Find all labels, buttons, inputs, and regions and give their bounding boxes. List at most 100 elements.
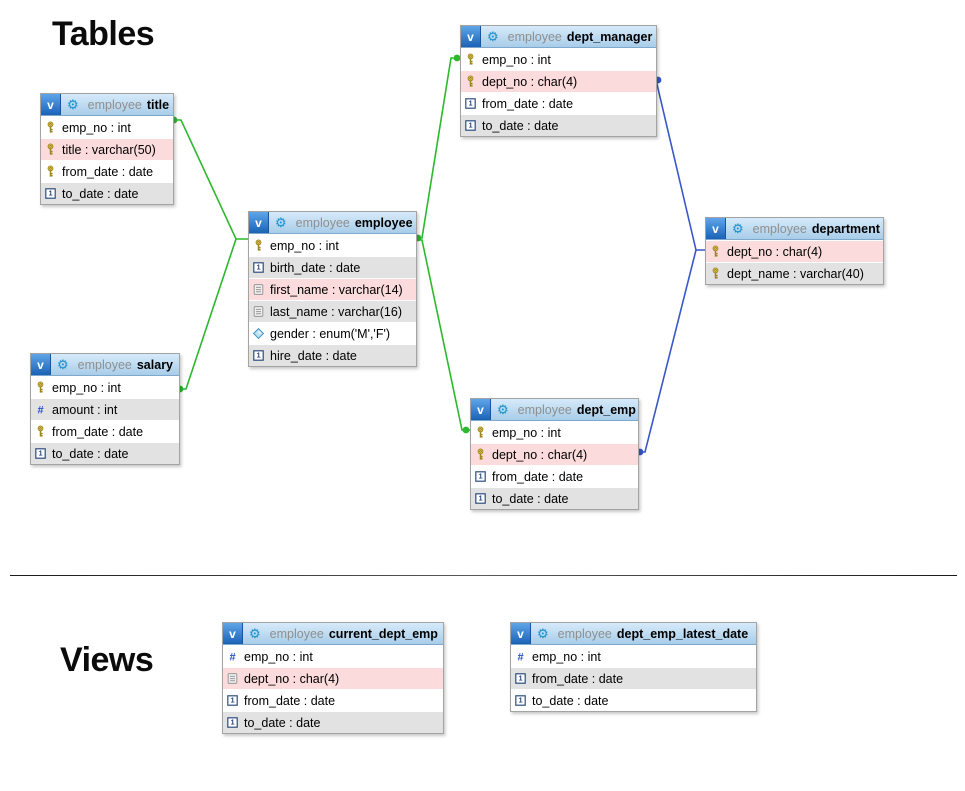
- table-card-dept_manager[interactable]: v ⚙ employee dept_manager emp_no : int de…: [460, 25, 657, 137]
- column-row-employee-gender[interactable]: gender : enum('M','F'): [249, 322, 416, 344]
- column-label: dept_name : varchar(40): [727, 266, 864, 281]
- primary-key-icon: [474, 448, 487, 461]
- column-label: amount : int: [52, 402, 118, 417]
- numeric-icon: #: [514, 650, 527, 663]
- column-label: emp_no : int: [492, 425, 561, 440]
- view-badge-icon: v: [223, 623, 243, 644]
- view-card-current_dept_emp[interactable]: v ⚙ employee current_dept_emp #emp_no : …: [222, 622, 444, 734]
- relationship-anchor-dot: [462, 426, 470, 434]
- gear-icon: ⚙: [67, 97, 79, 112]
- column-label: emp_no : int: [270, 238, 339, 253]
- column-label: to_date : date: [532, 693, 609, 708]
- section-divider: [10, 575, 957, 576]
- column-row-salary-emp_no[interactable]: emp_no : int: [31, 376, 179, 398]
- column-row-dept_emp-dept_no[interactable]: dept_no : char(4): [471, 443, 638, 465]
- table-header[interactable]: v ⚙ employee dept_manager: [461, 26, 656, 48]
- schema-name: employee: [517, 402, 572, 417]
- column-row-department-dept_name[interactable]: dept_name : varchar(40): [706, 262, 883, 284]
- column-label: to_date : date: [482, 118, 559, 133]
- gear-icon: ⚙: [537, 626, 549, 641]
- relationship-line-green[interactable]: [179, 238, 237, 390]
- table-header[interactable]: v ⚙ employee title: [41, 94, 173, 116]
- date-icon: 1: [464, 119, 477, 132]
- table-card-dept_emp[interactable]: v ⚙ employee dept_emp emp_no : int dept_n…: [470, 398, 639, 510]
- column-row-employee-emp_no[interactable]: emp_no : int: [249, 234, 416, 256]
- column-row-dept_manager-to_date[interactable]: 1 to_date : date: [461, 114, 656, 136]
- column-row-dept_emp_latest_date-emp_no[interactable]: # emp_no : int: [511, 645, 756, 667]
- column-label: dept_no : char(4): [492, 447, 588, 462]
- column-label: to_date : date: [244, 715, 321, 730]
- gear-icon: ⚙: [57, 357, 69, 372]
- date-icon: 1: [514, 672, 527, 685]
- column-row-dept_emp_latest_date-to_date[interactable]: 1 to_date : date: [511, 689, 756, 711]
- date-icon: 1: [514, 694, 527, 707]
- date-icon: 1: [474, 470, 487, 483]
- tables-section-heading: Tables: [52, 15, 155, 53]
- column-label: from_date : date: [492, 469, 584, 484]
- svg-text:1: 1: [231, 698, 235, 705]
- column-label: emp_no : int: [244, 649, 313, 664]
- column-row-salary-from_date[interactable]: from_date : date: [31, 420, 179, 442]
- column-row-current_dept_emp-dept_no[interactable]: dept_no : char(4): [223, 667, 443, 689]
- schema-name: employee: [507, 29, 562, 44]
- primary-key-icon: [34, 425, 47, 438]
- table-header[interactable]: v ⚙ employee current_dept_emp: [223, 623, 443, 645]
- table-header[interactable]: v ⚙ employee salary: [31, 354, 179, 376]
- table-name: department: [811, 221, 880, 236]
- column-label: emp_no : int: [532, 649, 601, 664]
- table-card-salary[interactable]: v ⚙ employee salary emp_no : int #amount …: [30, 353, 180, 465]
- table-header[interactable]: v ⚙ employee dept_emp: [471, 399, 638, 421]
- column-row-current_dept_emp-emp_no[interactable]: #emp_no : int: [223, 645, 443, 667]
- date-icon: 1: [252, 261, 265, 274]
- text-icon: [226, 672, 239, 685]
- relationship-line-green[interactable]: [415, 57, 460, 239]
- column-row-salary-amount[interactable]: #amount : int: [31, 398, 179, 420]
- column-row-dept_emp-emp_no[interactable]: emp_no : int: [471, 421, 638, 443]
- table-header[interactable]: v ⚙ employee department: [706, 218, 883, 240]
- view-card-dept_emp_latest_date[interactable]: v ⚙ employee dept_emp_latest_date # emp_n…: [510, 622, 757, 712]
- column-row-title-from_date[interactable]: from_date : date: [41, 160, 173, 182]
- column-row-dept_emp-from_date[interactable]: 1 from_date : date: [471, 465, 638, 487]
- view-badge-icon: v: [31, 354, 51, 375]
- primary-key-icon: [464, 75, 477, 88]
- column-label: emp_no : int: [52, 380, 121, 395]
- table-header[interactable]: v ⚙ employee employee: [249, 212, 416, 234]
- column-row-department-dept_no[interactable]: dept_no : char(4): [706, 240, 883, 262]
- relationship-line-green[interactable]: [173, 119, 248, 240]
- view-badge-icon: v: [511, 623, 531, 644]
- column-label: dept_no : char(4): [482, 74, 578, 89]
- primary-key-icon: [252, 239, 265, 252]
- date-icon: 1: [34, 447, 47, 460]
- svg-text:1: 1: [257, 353, 261, 360]
- column-label: to_date : date: [492, 491, 569, 506]
- column-row-dept_manager-dept_no[interactable]: dept_no : char(4): [461, 70, 656, 92]
- column-row-dept_emp-to_date[interactable]: 1 to_date : date: [471, 487, 638, 509]
- relationship-line-green[interactable]: [415, 239, 470, 431]
- column-row-employee-last_name[interactable]: last_name : varchar(16): [249, 300, 416, 322]
- date-icon: 1: [252, 349, 265, 362]
- column-row-dept_manager-emp_no[interactable]: emp_no : int: [461, 48, 656, 70]
- column-row-employee-first_name[interactable]: first_name : varchar(14): [249, 278, 416, 300]
- relationship-line-blue[interactable]: [638, 249, 697, 453]
- table-name: employee: [354, 215, 413, 230]
- table-card-department[interactable]: v ⚙ employee department dept_no : char(4…: [705, 217, 884, 285]
- svg-text:1: 1: [479, 496, 483, 503]
- schema-name: employee: [295, 215, 350, 230]
- date-icon: 1: [226, 694, 239, 707]
- column-row-title-emp_no[interactable]: emp_no : int: [41, 116, 173, 138]
- gear-icon: ⚙: [275, 215, 287, 230]
- relationship-line-blue[interactable]: [655, 79, 705, 251]
- table-header[interactable]: v ⚙ employee dept_emp_latest_date: [511, 623, 756, 645]
- column-row-title-title[interactable]: title : varchar(50): [41, 138, 173, 160]
